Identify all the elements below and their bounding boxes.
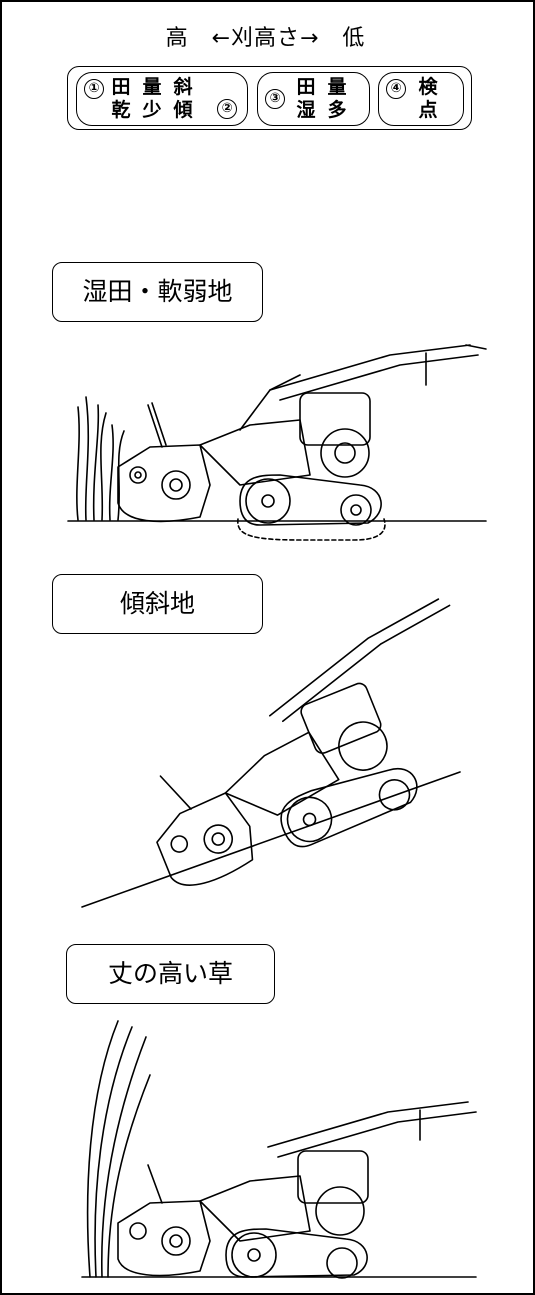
- scale-segment-2: ③ 田 湿 量 多: [257, 72, 370, 126]
- handlebar: [253, 599, 455, 716]
- scale-char: 検: [417, 76, 439, 99]
- scale-number-4: ④: [386, 79, 406, 99]
- cutting-height-scale: ① 田 乾 量 少 斜 傾 ② ③ 田 湿 量 多 ④ 検 点: [67, 66, 472, 130]
- slope-line: [82, 772, 460, 907]
- scale-column-3: 斜 傾: [172, 76, 194, 122]
- mower-body: [200, 1176, 310, 1241]
- mower-on-slope-illustration: [0, 575, 531, 915]
- scale-char: 田: [110, 76, 132, 99]
- height-adjust-lever: [148, 1165, 162, 1203]
- mower-on-soft-ground-illustration: [0, 335, 531, 550]
- scale-number-3: ③: [265, 89, 285, 109]
- scene-label-tall-grass: 丈の高い草: [66, 944, 275, 1004]
- mower-body: [216, 729, 342, 830]
- scale-number-2: ②: [217, 99, 237, 119]
- engine-block: [300, 393, 370, 445]
- mower-in-tall-grass-illustration: [0, 1015, 531, 1290]
- engine-block: [299, 681, 383, 755]
- handlebar: [268, 1102, 468, 1147]
- crawler-track: [226, 1229, 367, 1277]
- scale-char: 少: [141, 99, 163, 122]
- scale-number-1: ①: [84, 79, 104, 99]
- grass-icon: [77, 397, 124, 520]
- mower-body: [200, 420, 310, 485]
- height-adjust-lever: [160, 770, 191, 815]
- scale-column-4: 田 湿: [295, 76, 317, 122]
- scale-char: 傾: [172, 99, 194, 122]
- scene-label-soft-ground: 湿田・軟弱地: [52, 262, 263, 322]
- cutting-height-title: 高 ←刈高さ→ 低: [0, 20, 531, 52]
- scale-char: 量: [326, 76, 348, 99]
- cutter-housing: [118, 1201, 210, 1275]
- scale-char: 量: [141, 76, 163, 99]
- scale-segment-3: ④ 検 点: [378, 72, 464, 126]
- scale-char: 乾: [110, 99, 132, 122]
- handlebar: [270, 345, 470, 390]
- scale-char: 点: [417, 99, 439, 122]
- scale-column-6: 検 点: [417, 76, 439, 122]
- cutter-housing: [149, 789, 263, 894]
- cutter-housing: [118, 445, 210, 521]
- scale-segment-1: ① 田 乾 量 少 斜 傾 ②: [76, 72, 248, 126]
- scale-column-2: 量 少: [141, 76, 163, 122]
- scale-char: 斜: [172, 76, 194, 99]
- scale-char: 田: [295, 76, 317, 99]
- scale-column-1: 田 乾: [110, 76, 132, 122]
- scale-char: 湿: [295, 99, 317, 122]
- scale-char: 多: [326, 99, 348, 122]
- scale-column-5: 量 多: [326, 76, 348, 122]
